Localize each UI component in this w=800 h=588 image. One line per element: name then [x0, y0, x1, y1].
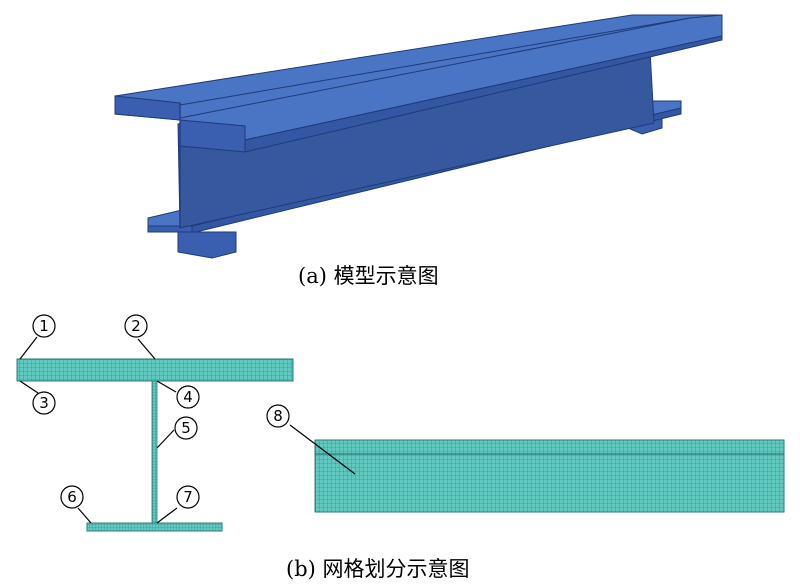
- caption-a: (a) 模型示意图: [298, 264, 439, 288]
- leader-3: [19, 380, 39, 394]
- leader-lines: [19, 336, 356, 524]
- bottom-flange-mesh: [86, 522, 223, 532]
- mesh-cross-section: [16, 358, 294, 532]
- marker-2: 2: [124, 314, 148, 338]
- leader-1: [19, 336, 38, 360]
- i-beam-3d-model: [114, 14, 723, 259]
- marker-7: 7: [176, 485, 200, 509]
- web-elevation-mesh: [314, 439, 785, 513]
- top-flange-side: [244, 35, 723, 153]
- leader-5: [156, 429, 175, 449]
- top-flange-mesh: [16, 358, 294, 382]
- svg-text:5: 5: [181, 419, 191, 437]
- svg-text:3: 3: [39, 394, 49, 412]
- svg-text:2: 2: [131, 317, 141, 335]
- svg-text:1: 1: [39, 317, 49, 335]
- marker-4: 4: [176, 385, 200, 409]
- top-flange-front-right: [179, 119, 246, 153]
- leader-7: [156, 507, 178, 524]
- marker-1: 1: [32, 314, 56, 338]
- web-mesh: [151, 380, 158, 524]
- leader-8: [289, 424, 356, 475]
- top-flange-edge-line: [179, 17, 691, 106]
- leader-6: [77, 507, 92, 524]
- svg-text:7: 7: [183, 488, 193, 506]
- caption-b: (b) 网格划分示意图: [286, 557, 470, 581]
- leader-2: [137, 338, 156, 360]
- svg-text:8: 8: [273, 407, 283, 425]
- marker-3: 3: [32, 391, 56, 415]
- svg-text:6: 6: [67, 488, 77, 506]
- near-support-block: [177, 231, 237, 259]
- leader-4: [156, 380, 177, 393]
- marker-8: 8: [266, 404, 290, 428]
- web-side-mesh: [314, 439, 785, 513]
- marker-5: 5: [174, 416, 198, 440]
- marker-6: 6: [60, 485, 84, 509]
- svg-text:4: 4: [183, 388, 193, 406]
